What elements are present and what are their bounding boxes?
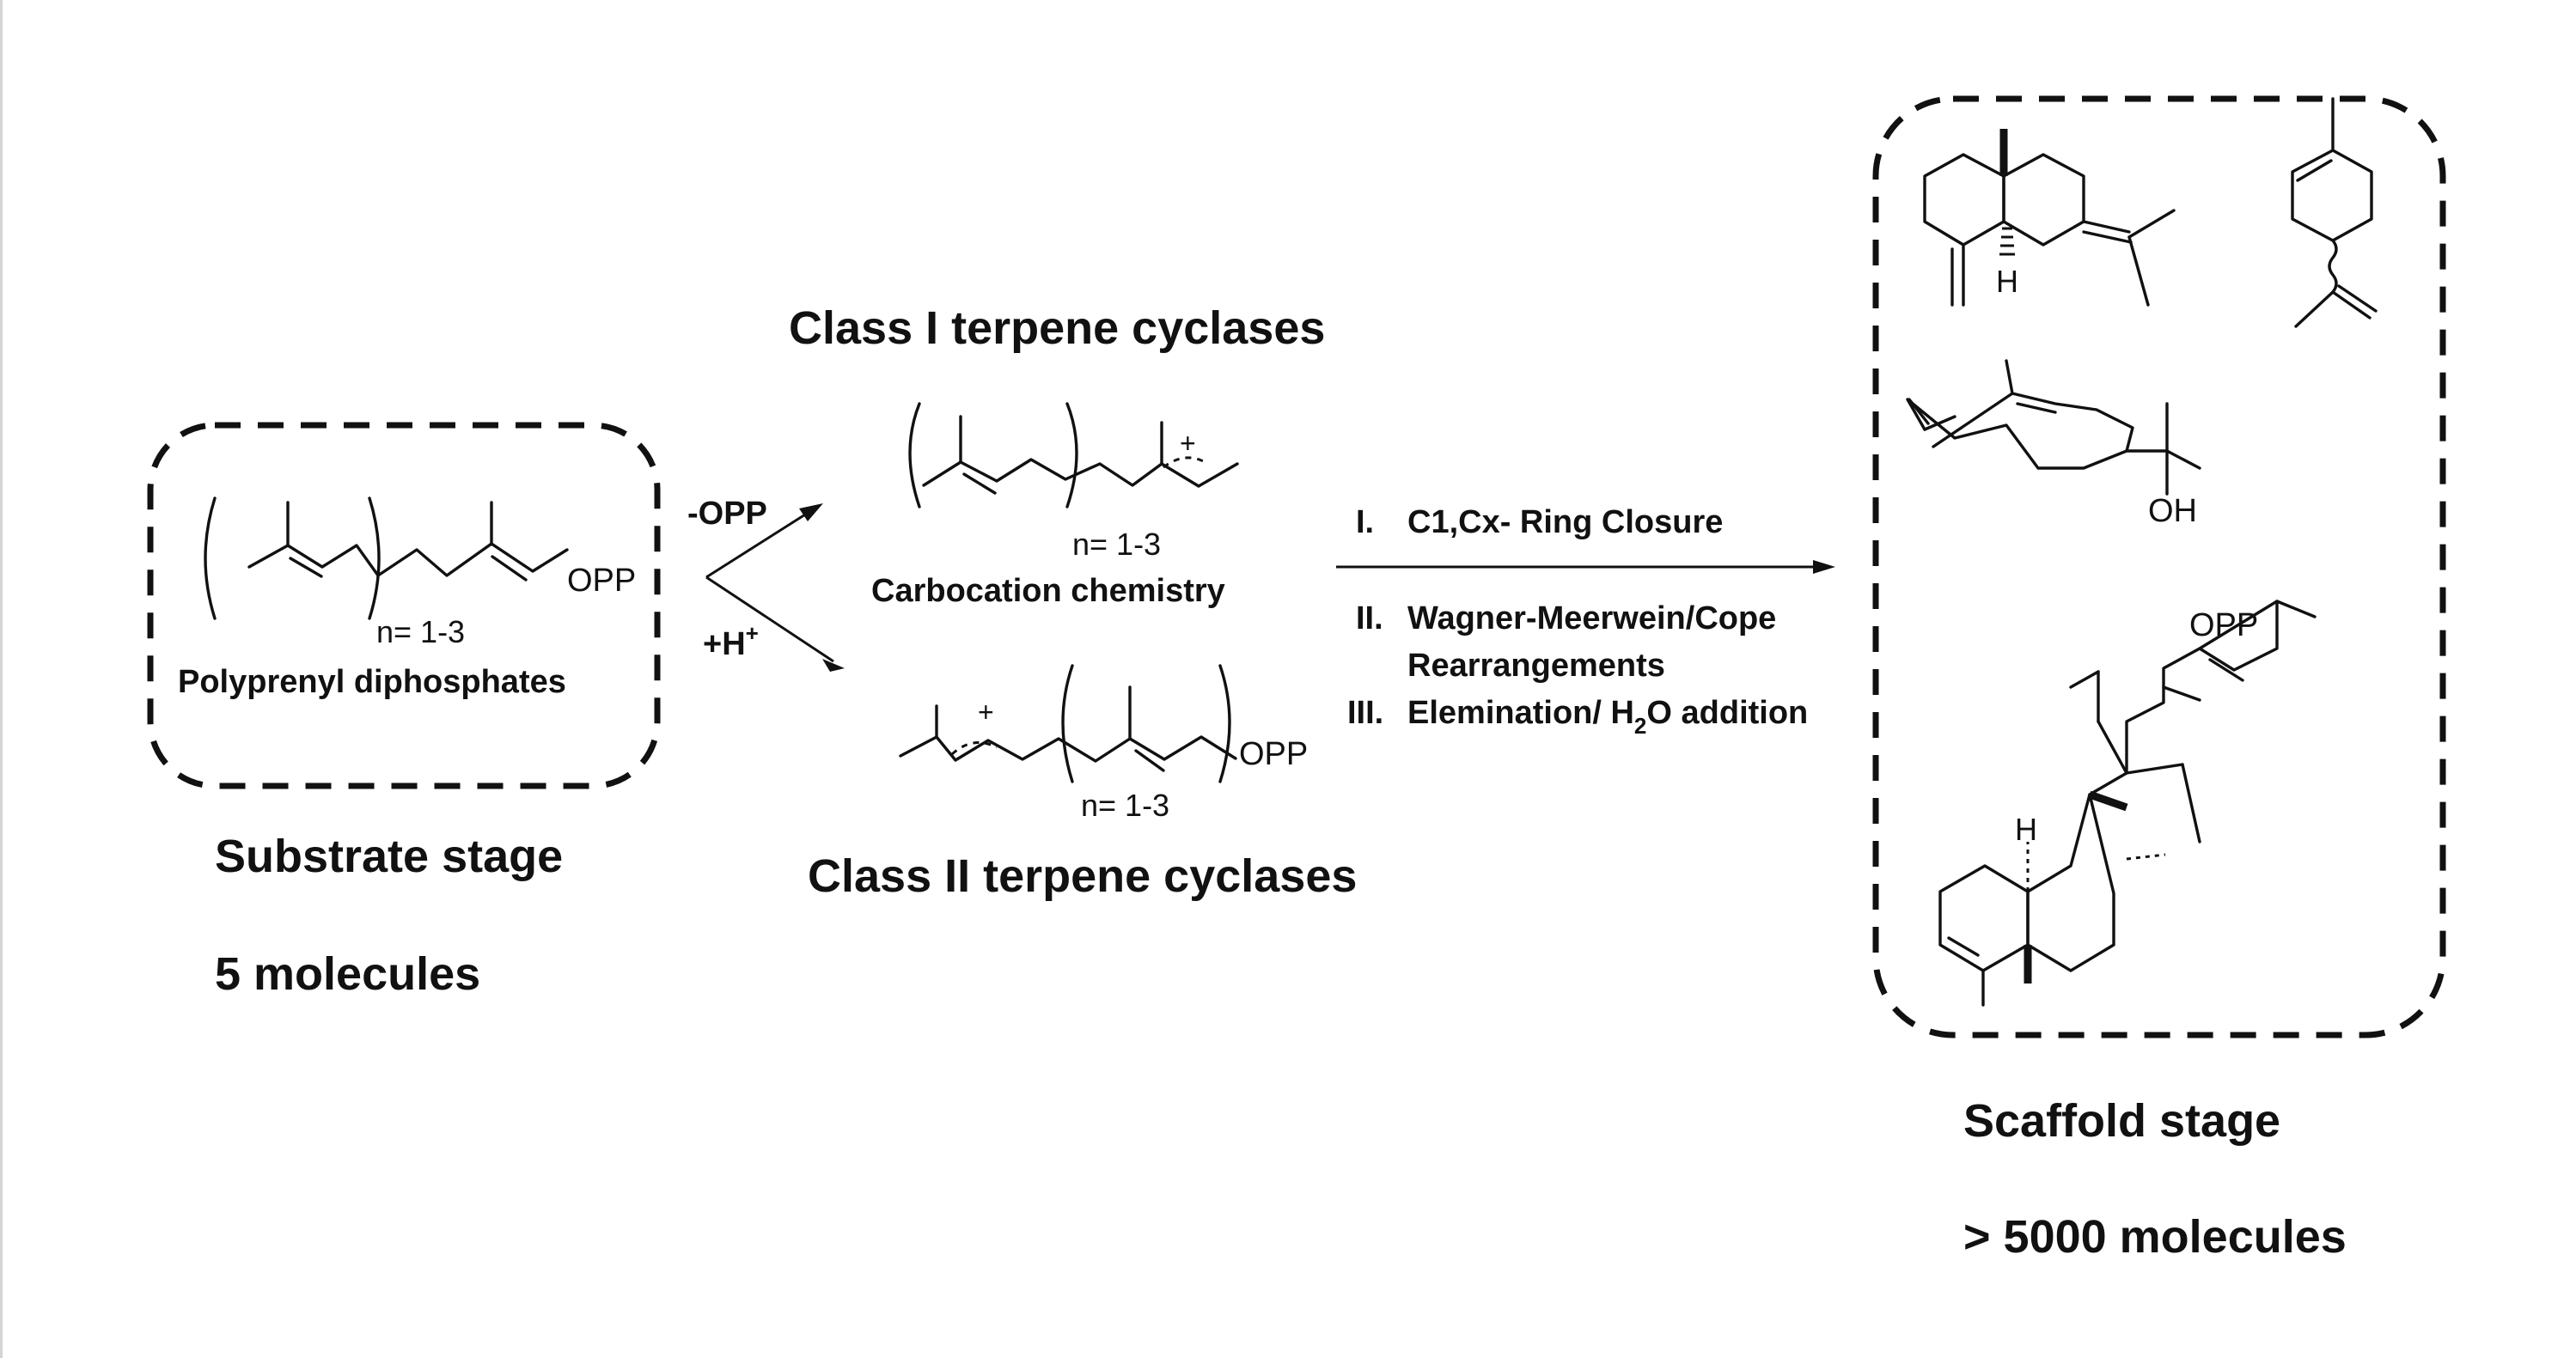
step3-text-a: Elemination/ H bbox=[1407, 695, 1634, 731]
scaffold-stage-label: Scaffold stage bbox=[1963, 1095, 2280, 1147]
step3-text-b: O addition bbox=[1646, 695, 1808, 731]
polyprenyl-structure bbox=[204, 496, 569, 620]
minus-opp-label: -OPP bbox=[687, 496, 767, 532]
step3-subscript: 2 bbox=[1634, 713, 1646, 739]
scaffold-count: > 5000 molecules bbox=[1963, 1211, 2347, 1263]
class1-charge: + bbox=[1180, 428, 1196, 459]
class1-title: Class I terpene cyclases bbox=[789, 302, 1325, 354]
step1-text: C1,Cx- Ring Closure bbox=[1407, 504, 1723, 540]
clerodane-opp-structure bbox=[1938, 600, 2317, 1007]
plus-h-text: +H bbox=[703, 626, 746, 662]
plus-h-label: +H+ bbox=[703, 620, 759, 662]
scaffold-group: H OH bbox=[1872, 95, 2446, 1263]
arrow-to-class2 bbox=[705, 575, 834, 663]
substrate-count: 5 molecules bbox=[215, 948, 480, 1000]
scaffold-h1: H bbox=[1996, 264, 2018, 299]
class1-caption: Carbocation chemistry bbox=[871, 573, 1225, 609]
substrate-name: Polyprenyl diphosphates bbox=[178, 664, 566, 700]
step2-text-line2: Rearrangements bbox=[1407, 648, 1665, 684]
scaffold-oh: OH bbox=[2148, 493, 2197, 529]
arrow-to-class1 bbox=[705, 508, 813, 579]
step2-number: II. bbox=[1356, 600, 1383, 636]
substrate-stage-label: Substrate stage bbox=[215, 831, 563, 882]
class2-opp: OPP bbox=[1239, 736, 1308, 772]
arrow-to-class2-head bbox=[822, 659, 845, 672]
step3-text: Elemination/ H2O addition bbox=[1407, 695, 1808, 739]
class2-charge: + bbox=[978, 697, 994, 728]
step3-number: III. bbox=[1347, 695, 1383, 731]
plus-h-superscript: + bbox=[746, 620, 759, 646]
carbocation-structure bbox=[908, 402, 1239, 508]
class2-title: Class II terpene cyclases bbox=[808, 850, 1357, 902]
step1-number: I. bbox=[1356, 504, 1374, 540]
substrate-opp: OPP bbox=[567, 563, 636, 599]
main-arrow-head bbox=[1813, 560, 1835, 574]
branch-arrows: -OPP +H+ bbox=[687, 496, 845, 672]
germacrene-alcohol-structure bbox=[1906, 359, 2201, 496]
protonated-structure bbox=[899, 664, 1237, 783]
scaffold-opp: OPP bbox=[2189, 607, 2258, 643]
class1-n-label: n= 1-3 bbox=[1072, 527, 1161, 562]
substrate-dashed-box bbox=[147, 422, 661, 789]
class2-n-label: n= 1-3 bbox=[1081, 788, 1169, 823]
scaffold-h2: H bbox=[2015, 812, 2037, 847]
scaffold-dashed-box bbox=[1872, 95, 2446, 1038]
substrate-n-label: n= 1-3 bbox=[376, 614, 465, 649]
class2-group: + OPP n= 1-3 Class II terpene cyclases bbox=[808, 664, 1357, 902]
arrow-to-class1-head bbox=[799, 503, 823, 521]
step2-text-line1: Wagner-Meerwein/Cope bbox=[1407, 600, 1776, 636]
decalin-structure bbox=[1923, 129, 2176, 307]
limonene-structure bbox=[2291, 97, 2378, 328]
substrate-group: OPP n= 1-3 Polyprenyl diphosphates Subst… bbox=[147, 422, 661, 1000]
class1-group: Class I terpene cyclases + n= 1-3 Carboc… bbox=[789, 302, 1325, 609]
reaction-steps: I. C1,Cx- Ring Closure II. Wagner-Meerwe… bbox=[1336, 504, 1835, 739]
